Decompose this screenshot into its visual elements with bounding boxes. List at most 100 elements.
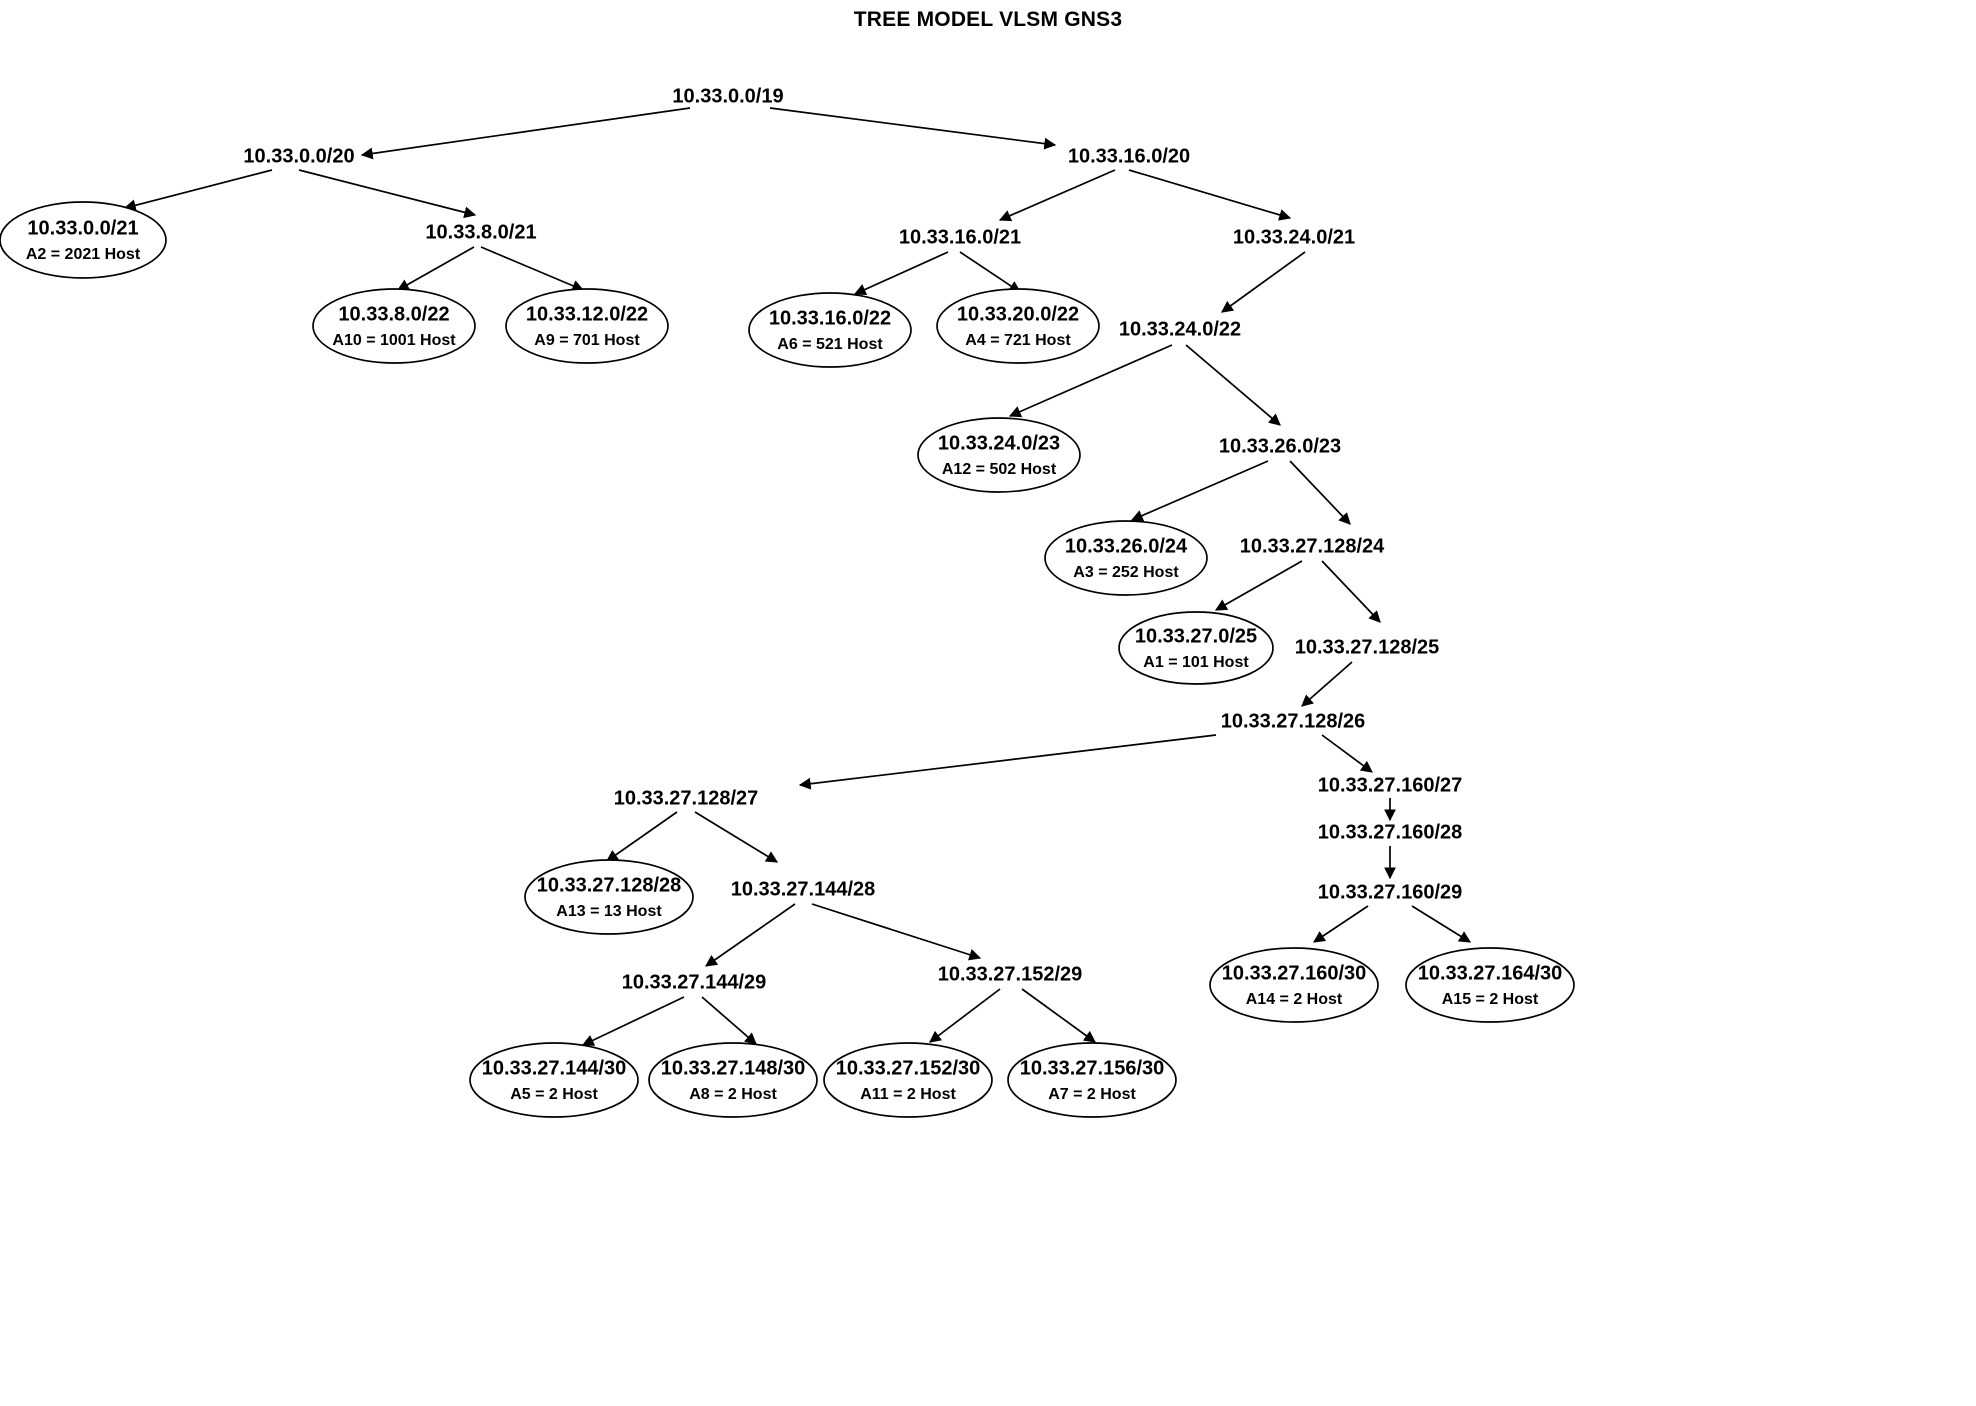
node-ellipse [1209,947,1379,1023]
node-subnet-label: 10.33.0.0/20 [243,145,354,167]
tree-node[interactable]: 10.33.27.144/29 [622,971,767,993]
node-host-label: A5 = 2 Host [510,1086,598,1103]
tree-node[interactable]: 10.33.0.0/19 [672,85,783,107]
tree-edge [959,251,1021,293]
node-subnet-label: 10.33.27.128/25 [1295,636,1440,658]
node-ellipse [917,417,1081,493]
tree-node[interactable]: 10.33.24.0/21 [1233,226,1355,248]
node-host-label: A9 = 701 Host [534,332,640,349]
tree-edge [606,811,678,862]
tree-edge [480,246,585,292]
tree-edge [1289,460,1351,525]
node-subnet-label: 10.33.27.0/25 [1135,625,1257,647]
tree-edge [298,169,477,219]
tree-node[interactable]: 10.33.24.0/22 [1119,318,1241,340]
node-ellipse [936,288,1100,364]
tree-edge [1313,905,1369,943]
node-subnet-label: 10.33.16.0/21 [899,226,1021,248]
tree-edge [581,996,685,1046]
tree-edge [360,107,691,160]
node-ellipse [469,1042,639,1118]
node-ellipse [748,292,912,368]
tree-node[interactable]: 10.33.27.152/29 [938,963,1083,985]
tree-node-leaf[interactable]: 10.33.27.144/30 A5 = 2 Host [469,1042,639,1118]
node-subnet-label: 10.33.26.0/23 [1219,435,1341,457]
node-subnet-label: 10.33.0.0/19 [672,85,783,107]
tree-edge [1130,460,1269,522]
tree-node[interactable]: 10.33.8.0/21 [425,221,536,243]
node-subnet-label: 10.33.27.152/30 [836,1057,981,1079]
node-host-label: A10 = 1001 Host [332,332,456,349]
node-subnet-label: 10.33.27.156/30 [1020,1057,1165,1079]
node-host-label: A4 = 721 Host [965,332,1071,349]
node-subnet-label: 10.33.27.160/27 [1318,774,1463,796]
tree-edge [1411,905,1472,943]
node-subnet-label: 10.33.16.0/22 [769,307,891,329]
tree-edge [853,251,949,296]
tree-nodes: 10.33.0.0/19 10.33.0.0/20 10.33.16.0/20 10.… [0,85,1575,1118]
node-ellipse [1118,611,1274,685]
node-subnet-label: 10.33.8.0/21 [425,221,536,243]
tree-node[interactable]: 10.33.16.0/21 [899,226,1021,248]
tree-node[interactable]: 10.33.27.128/24 [1240,535,1385,557]
node-host-label: A13 = 13 Host [556,903,662,920]
tree-edge [396,246,475,291]
node-ellipse [505,288,669,364]
node-subnet-label: 10.33.27.152/29 [938,963,1083,985]
tree-edge [1321,560,1381,623]
tree-node[interactable]: 10.33.27.160/29 [1318,881,1463,903]
node-subnet-label: 10.33.27.128/26 [1221,710,1366,732]
node-host-label: A14 = 2 Host [1246,991,1343,1008]
tree-node[interactable]: 10.33.16.0/20 [1068,145,1190,167]
tree-edge [1301,661,1353,707]
tree-node[interactable]: 10.33.27.128/26 [1221,710,1366,732]
node-subnet-label: 10.33.27.144/30 [482,1057,627,1079]
tree-node[interactable]: 10.33.27.160/27 [1318,774,1463,796]
node-host-label: A7 = 2 Host [1048,1086,1136,1103]
node-subnet-label: 10.33.27.128/27 [614,787,759,809]
node-subnet-label: 10.33.27.144/29 [622,971,767,993]
tree-node[interactable]: 10.33.26.0/23 [1219,435,1341,457]
node-subnet-label: 10.33.24.0/23 [938,432,1060,454]
node-subnet-label: 10.33.26.0/24 [1065,535,1188,557]
node-ellipse [1405,947,1575,1023]
tree-node-leaf[interactable]: 10.33.27.156/30 A7 = 2 Host [1007,1042,1177,1118]
tree-edge [1128,169,1292,221]
node-subnet-label: 10.33.16.0/20 [1068,145,1190,167]
tree-node-leaf[interactable]: 10.33.16.0/22 A6 = 521 Host [748,292,912,368]
node-ellipse [1007,1042,1177,1118]
tree-node[interactable]: 10.33.0.0/20 [243,145,354,167]
node-subnet-label: 10.33.27.164/30 [1418,962,1563,984]
node-host-label: A6 = 521 Host [777,336,883,353]
tree-node[interactable]: 10.33.27.160/28 [1318,821,1463,843]
tree-node[interactable]: 10.33.27.128/27 [614,787,759,809]
node-subnet-label: 10.33.8.0/22 [338,303,449,325]
tree-edges [123,107,1472,1046]
tree-edge [1221,251,1306,313]
tree-node[interactable]: 10.33.27.144/28 [731,878,876,900]
tree-node-leaf[interactable]: 10.33.27.0/25 A1 = 101 Host [1118,611,1274,685]
tree-edge [1008,344,1173,418]
node-host-label: A1 = 101 Host [1143,654,1249,671]
tree-edge [929,988,1001,1043]
tree-edge [1021,988,1096,1043]
node-host-label: A12 = 502 Host [942,461,1057,478]
tree-edge [1214,560,1303,611]
node-ellipse [823,1042,993,1118]
node-subnet-label: 10.33.0.0/21 [27,217,138,239]
node-subnet-label: 10.33.24.0/21 [1233,226,1355,248]
tree-node[interactable]: 10.33.27.128/25 [1295,636,1440,658]
tree-edge [998,169,1116,222]
